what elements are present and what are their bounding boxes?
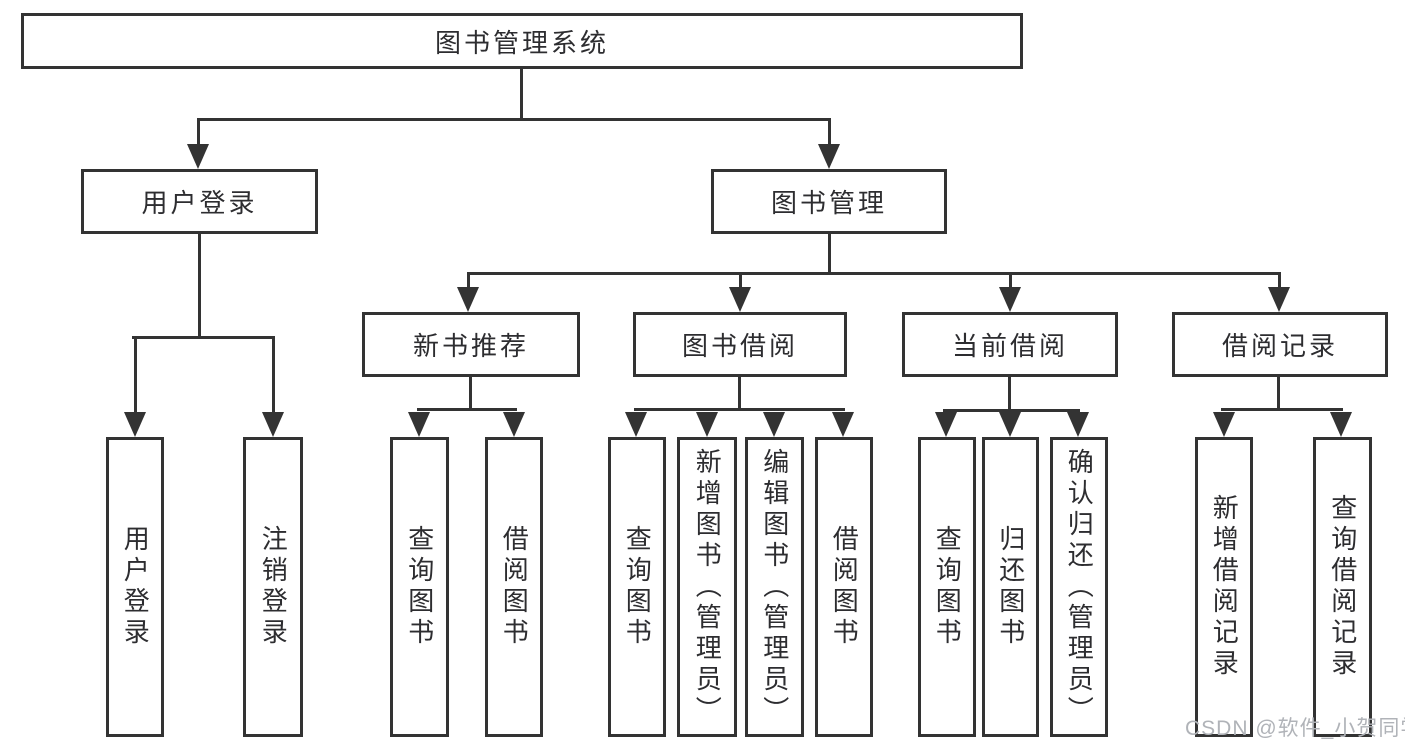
connector-level2-bus	[197, 118, 831, 121]
arrow-down-icon	[1268, 287, 1290, 312]
connector-book-mgmt-drop	[828, 120, 831, 148]
node-book-borrow: 图书借阅	[633, 312, 847, 377]
leaf-label: 归还图书	[995, 525, 1026, 649]
watermark: CSDN @软件_小贺同学	[1185, 717, 1405, 740]
connector-current-borrow-bus	[943, 409, 1080, 412]
arrow-down-icon	[262, 412, 284, 437]
leaf-label: 确认归还（管理员）	[1064, 447, 1095, 727]
arrow-down-icon	[763, 412, 785, 437]
node-current-borrow: 当前借阅	[902, 312, 1118, 377]
leaf-logout: 注销登录	[243, 437, 303, 737]
connector-level3-bus	[467, 272, 1281, 275]
arrow-down-icon	[1330, 412, 1352, 437]
node-book-management: 图书管理	[711, 169, 947, 234]
connector-user-login-stub	[198, 233, 201, 339]
arrow-down-icon	[999, 412, 1021, 437]
leaf-query-books-current: 查询图书	[918, 437, 976, 737]
leaf-borrow-books: 借阅图书	[815, 437, 873, 737]
leaf-return-books: 归还图书	[982, 437, 1039, 737]
arrow-down-icon	[625, 412, 647, 437]
node-root: 图书管理系统	[21, 13, 1023, 69]
node-user-login: 用户登录	[81, 169, 318, 234]
leaf-borrow-books-recommend: 借阅图书	[485, 437, 543, 737]
arrow-down-icon	[1067, 412, 1089, 437]
connector-new-book-stub	[469, 376, 472, 411]
arrow-down-icon	[818, 144, 840, 169]
node-new-book-recommend: 新书推荐	[362, 312, 580, 377]
arrow-down-icon	[999, 287, 1021, 312]
leaf-query-borrow-record: 查询借阅记录	[1313, 437, 1372, 737]
connector-new-book-bus	[417, 408, 517, 411]
leaf-label: 借阅图书	[829, 525, 860, 649]
connector-user-login-drop	[197, 120, 200, 148]
connector-book-borrow-stub	[738, 376, 741, 411]
leaf-label: 查询图书	[932, 525, 963, 649]
leaf-label: 注销登录	[258, 525, 289, 649]
leaf-label: 用户登录	[120, 525, 151, 649]
arrow-down-icon	[503, 412, 525, 437]
leaf-label: 查询图书	[622, 525, 653, 649]
leaf-label: 查询图书	[404, 525, 435, 649]
connector-book-mgmt-stub	[828, 233, 831, 275]
arrow-down-icon	[832, 412, 854, 437]
arrow-down-icon	[935, 412, 957, 437]
leaf-label: 新增图书（管理员）	[692, 447, 723, 727]
leaf-add-borrow-record: 新增借阅记录	[1195, 437, 1253, 737]
connector-level3-drop	[467, 274, 470, 291]
connector-level3-drop	[739, 274, 742, 291]
connector-book-borrow-bus	[634, 408, 845, 411]
leaf-query-books-borrow: 查询图书	[608, 437, 666, 737]
arrow-down-icon	[457, 287, 479, 312]
node-borrow-records: 借阅记录	[1172, 312, 1388, 377]
arrow-down-icon	[124, 412, 146, 437]
leaf-label: 编辑图书（管理员）	[759, 447, 790, 727]
connector-borrow-records-stub	[1277, 376, 1280, 411]
arrow-down-icon	[696, 412, 718, 437]
leaf-label: 借阅图书	[499, 525, 530, 649]
leaf-add-books-admin: 新增图书（管理员）	[677, 437, 737, 737]
connector-user-login-bus	[132, 336, 275, 339]
connector-level3-drop	[1278, 274, 1281, 291]
connector-leaf-drop	[134, 338, 137, 416]
connector-level3-drop	[1009, 274, 1012, 291]
arrow-down-icon	[729, 287, 751, 312]
connector-root-stub	[520, 68, 523, 121]
leaf-label: 查询借阅记录	[1327, 494, 1358, 680]
leaf-edit-books-admin: 编辑图书（管理员）	[745, 437, 804, 737]
connector-leaf-drop	[272, 338, 275, 416]
arrow-down-icon	[408, 412, 430, 437]
leaf-label: 新增借阅记录	[1209, 494, 1240, 680]
arrow-down-icon	[1213, 412, 1235, 437]
connector-current-borrow-stub	[1008, 376, 1011, 412]
leaf-confirm-return-admin: 确认归还（管理员）	[1050, 437, 1108, 737]
leaf-user-login: 用户登录	[106, 437, 164, 737]
arrow-down-icon	[187, 144, 209, 169]
connector-borrow-records-bus	[1221, 408, 1343, 411]
leaf-query-books-recommend: 查询图书	[390, 437, 449, 737]
